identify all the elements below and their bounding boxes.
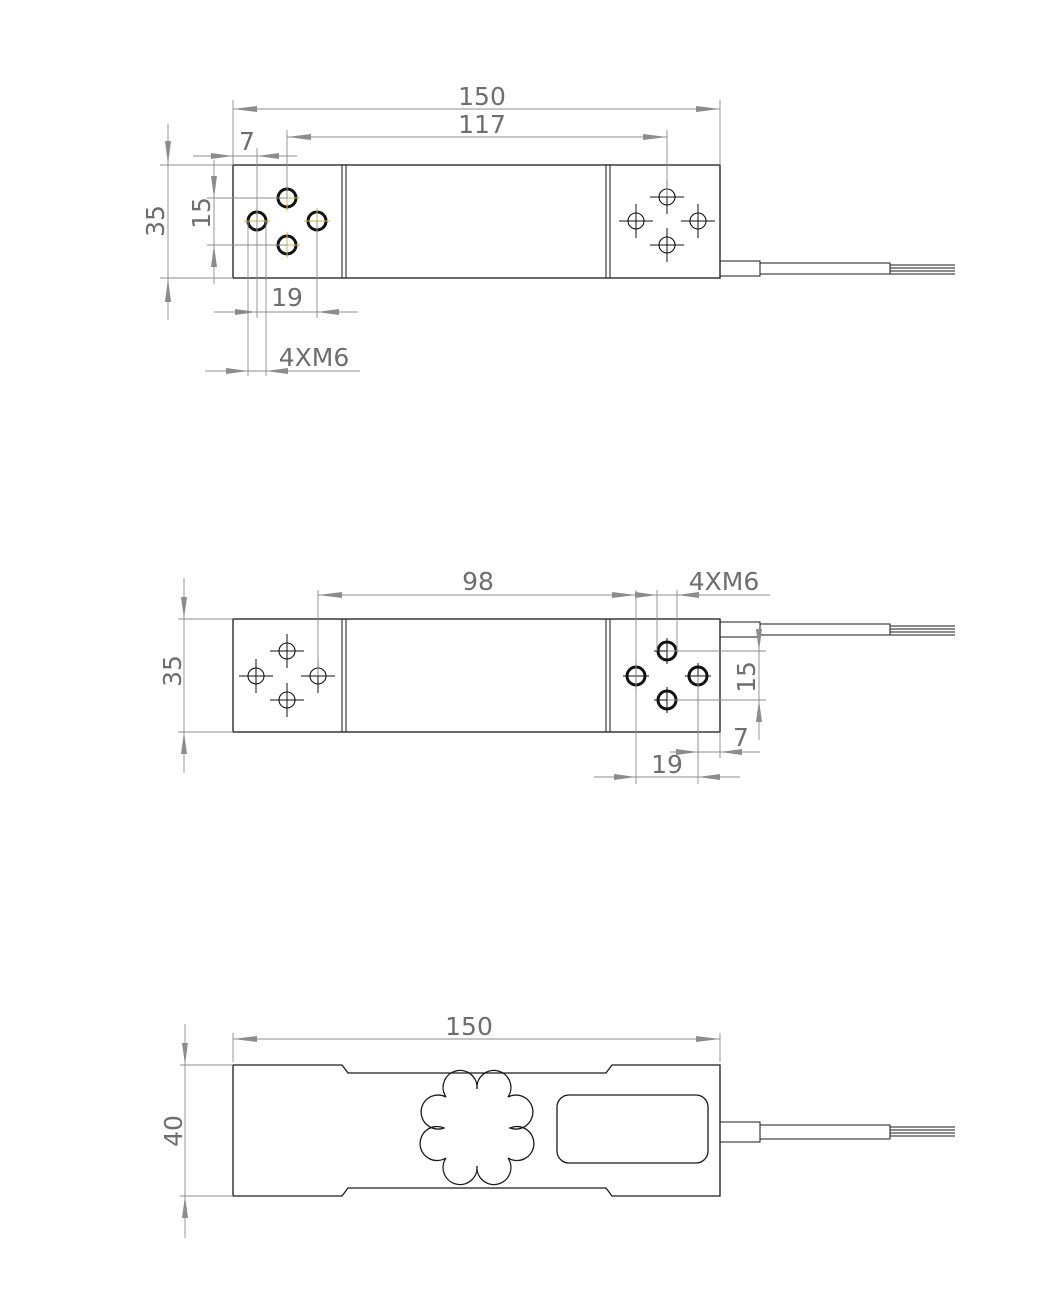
svg-text:19: 19 [271, 283, 303, 312]
top-view-cable [719, 260, 955, 277]
svg-text:15: 15 [732, 661, 761, 693]
svg-text:40: 40 [159, 1115, 188, 1147]
svg-text:150: 150 [445, 1012, 493, 1041]
svg-text:7: 7 [733, 723, 749, 752]
top-dim-19: 19 [214, 221, 358, 318]
svg-text:35: 35 [141, 205, 170, 237]
bottom-dim-35: 35 [158, 578, 233, 773]
side-view-body [232, 1064, 721, 1197]
bottom-dim-98: 98 [317, 567, 637, 676]
bottom-view-body [232, 618, 721, 733]
svg-text:15: 15 [187, 197, 216, 229]
svg-text:19: 19 [651, 750, 683, 779]
svg-text:4XM6: 4XM6 [279, 343, 350, 372]
side-dim-150: 150 [232, 1012, 721, 1062]
bottom-dim-15: 15 [667, 629, 766, 740]
top-dim-117: 117 [286, 110, 668, 198]
top-dim-thread: 4XM6 [205, 221, 360, 376]
bottom-view-cable [719, 621, 955, 638]
side-slot [556, 1094, 709, 1164]
svg-text:150: 150 [458, 82, 506, 111]
svg-text:35: 35 [158, 655, 187, 687]
bottom-view: 35 98 4XM6 15 [158, 567, 955, 784]
bottom-dim-thread: 4XM6 [612, 567, 770, 651]
side-view: 150 40 [159, 1012, 955, 1238]
clover-cutout [419, 1069, 535, 1186]
svg-text:7: 7 [239, 127, 255, 156]
bottom-dim-7: 7 [670, 676, 760, 758]
top-dim-7: 7 [193, 127, 297, 221]
top-dim-15: 15 [187, 160, 287, 284]
top-dim-35: 35 [141, 124, 233, 320]
svg-text:4XM6: 4XM6 [689, 567, 760, 596]
svg-text:98: 98 [462, 567, 494, 596]
side-dim-40: 40 [159, 1024, 233, 1238]
bottom-dim-19: 19 [594, 676, 740, 784]
bottom-view-left-holes [238, 633, 336, 718]
svg-text:117: 117 [458, 110, 506, 139]
side-view-cable [719, 1121, 955, 1143]
top-view: 150 117 7 35 [141, 82, 955, 376]
top-view-body [232, 164, 721, 279]
